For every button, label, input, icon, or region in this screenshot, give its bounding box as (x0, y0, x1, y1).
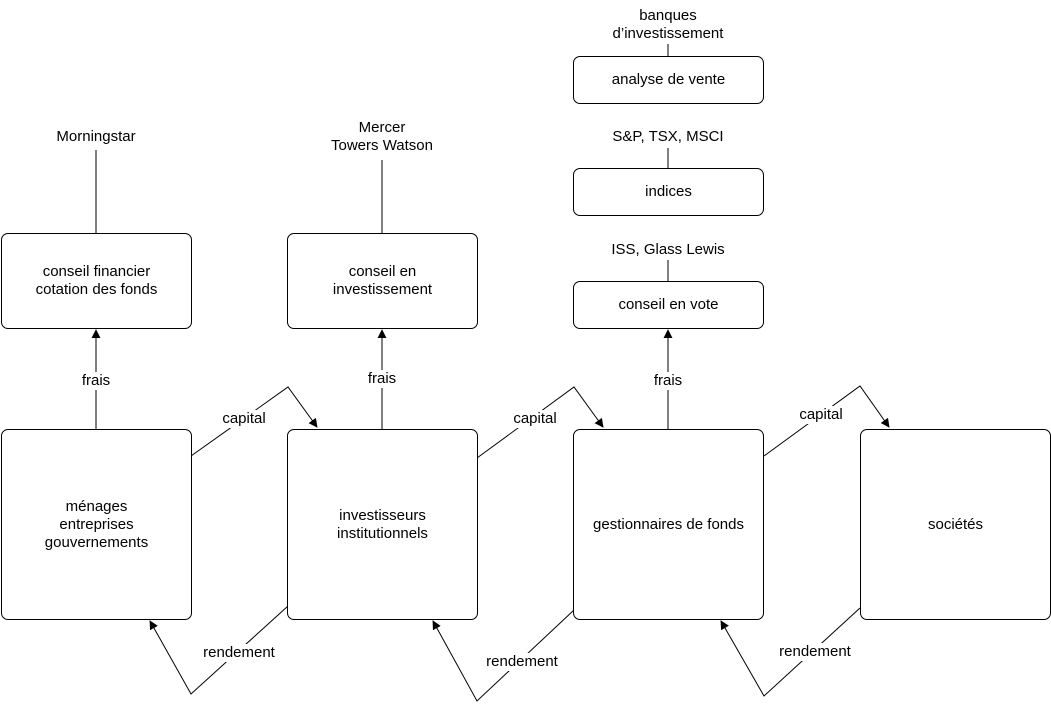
gestionnaires-box: gestionnaires de fonds (573, 429, 764, 620)
indices-label: indices (645, 183, 692, 201)
menages-label-line: ménages (65, 497, 128, 515)
morningstar-label: Morningstar (54, 128, 137, 146)
analyse-vente-label: analyse de vente (612, 71, 725, 89)
mercer-label-line: Mercer (358, 119, 406, 136)
societes-box: sociétés (860, 429, 1051, 620)
menages-label-line: entreprises (59, 515, 134, 533)
indices-label-line: indices (645, 183, 692, 200)
rendement-label-3: rendement (777, 643, 853, 661)
capital-label-3: capital (797, 406, 845, 424)
rendement-arrow-3 (720, 607, 861, 697)
mercer-label-line: Towers Watson (331, 137, 433, 154)
investisseurs-label-line: investisseurs (339, 506, 426, 524)
rendement-arrow-2 (432, 609, 575, 702)
conseil-vote-label-line: conseil en vote (618, 296, 719, 313)
menages-label-line: gouvernements (44, 533, 149, 551)
sp-label-line: S&P, TSX, MSCI (612, 128, 724, 145)
societes-label-line: sociétés (927, 515, 984, 533)
capital-arrow-1 (190, 386, 318, 457)
frais-label-3: frais (651, 372, 685, 390)
conseil-investissement-label-line: investissement (332, 281, 433, 298)
indices-box: indices (573, 168, 764, 216)
gestionnaires-label-line: gestionnaires de fonds (593, 515, 744, 533)
gestionnaires-label: gestionnaires de fonds (593, 516, 744, 534)
conseil-vote-box: conseil en vote (573, 281, 764, 329)
conseil-financier-label-line: cotation des fonds (35, 281, 158, 298)
frais-label-2: frais (365, 370, 399, 388)
capital-arrow-2 (476, 386, 604, 459)
rendement-label-1: rendement (201, 644, 277, 662)
capital-label-2: capital (511, 410, 559, 428)
conseil-vote-label: conseil en vote (618, 296, 718, 314)
morningstar-label-line: Morningstar (56, 128, 136, 145)
rendement-arrow-1 (149, 605, 289, 695)
banques-label-line: d’investissement (612, 25, 724, 42)
rendement-label-2: rendement (484, 653, 560, 671)
sp-label: S&P, TSX, MSCI (610, 128, 725, 146)
analyse-vente-label-line: analyse de vente (611, 71, 726, 88)
iss-label: ISS, Glass Lewis (609, 241, 726, 259)
investisseurs-label-line: institutionnels (337, 524, 428, 542)
analyse-vente-box: analyse de vente (573, 56, 764, 104)
iss-label-line: ISS, Glass Lewis (611, 241, 725, 258)
frais-label-1: frais (79, 372, 113, 390)
societes-label: sociétés (928, 516, 983, 534)
banques-label-line: banques (639, 7, 697, 24)
capital-arrow-3 (763, 385, 890, 457)
capital-label-1: capital (220, 410, 268, 428)
conseil-financier-label-line: conseil financier (42, 263, 151, 280)
conseil-investissement-label-line: conseil en (348, 263, 417, 280)
